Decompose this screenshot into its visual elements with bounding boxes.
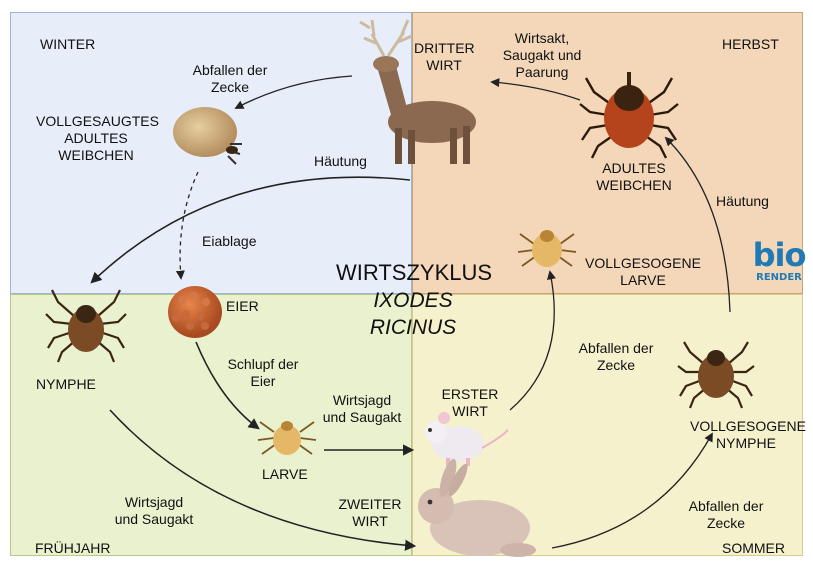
label-engorged-female: VOLLGESAUGTES ADULTES WEIBCHEN	[36, 113, 156, 164]
label-line: und Saugakt	[312, 409, 412, 426]
label-line: Eier	[218, 373, 308, 390]
label-first-host: ERSTER WIRT	[440, 386, 500, 420]
label-second-host: ZWEITER WIRT	[330, 496, 410, 530]
label-line: LARVE	[578, 272, 708, 289]
season-spring-label: FRÜHJAHR	[35, 540, 110, 557]
label-line: ERSTER	[440, 386, 500, 403]
label-line: Abfallen der	[180, 62, 280, 79]
label-line: WEIBCHEN	[36, 147, 156, 164]
label-line: Zecke	[674, 515, 778, 532]
arrow-first-host-to-engorged-larva	[510, 272, 554, 410]
arrow-engorged-larva-to-adult	[492, 82, 580, 100]
label-line: WIRT	[440, 403, 500, 420]
label-line: Wirtsjagd	[104, 494, 204, 511]
label-line: VOLLGESOGENE	[690, 418, 802, 435]
label-drop-winter: Abfallen der Zecke	[180, 62, 280, 96]
label-line: und Saugakt	[104, 511, 204, 528]
label-host-larva: Wirtsjagd und Saugakt	[312, 392, 412, 426]
label-engorged-nymph: VOLLGESOGENE NYMPHE	[690, 418, 802, 452]
larva-icon	[518, 230, 576, 267]
label-adult-female: ADULTES WEIBCHEN	[594, 160, 674, 194]
label-line: Zecke	[180, 79, 280, 96]
season-autumn-label: HERBST	[722, 36, 779, 53]
logo-mark: bio	[752, 238, 806, 272]
label-drop-summer-upper: Abfallen der Zecke	[564, 340, 668, 374]
engorged-tick-icon	[678, 342, 754, 408]
label-line: Paarung	[494, 64, 590, 81]
label-larva: LARVE	[262, 466, 308, 483]
label-engorged-larva: VOLLGESOGENE LARVE	[578, 255, 708, 289]
label-line: VOLLGESAUGTES	[36, 113, 156, 130]
diagram-title: WIRTSZYKLUS	[336, 260, 490, 286]
label-line: NYMPHE	[690, 435, 802, 452]
egg-cluster-icon	[168, 286, 222, 338]
label-line: Schlupf der	[218, 356, 308, 373]
label-line: WEIBCHEN	[594, 177, 674, 194]
label-line: WIRT	[330, 513, 410, 530]
label-egg-laying: Eiablage	[202, 233, 257, 250]
label-line: VOLLGESOGENE	[578, 255, 708, 272]
arrow-egg-laying	[180, 172, 198, 278]
label-hatch: Schlupf der Eier	[218, 356, 308, 390]
label-line: Wirtsakt,	[494, 30, 590, 47]
label-line: ZWEITER	[330, 496, 410, 513]
adult-tick-icon	[580, 72, 678, 158]
biorender-logo: bio RENDER	[752, 238, 806, 290]
season-winter-label: WINTER	[40, 36, 95, 53]
label-line: ADULTES	[36, 130, 156, 147]
species-name-species: RICINUS	[336, 315, 490, 340]
label-line: Saugakt und	[494, 47, 590, 64]
species-name-genus: IXODES	[336, 288, 490, 313]
label-host-autumn: Wirtsakt, Saugakt und Paarung	[494, 30, 590, 81]
rabbit-icon	[418, 457, 536, 557]
label-line: Abfallen der	[564, 340, 668, 357]
season-summer-label: SOMMER	[722, 540, 785, 557]
label-host-nymph: Wirtsjagd und Saugakt	[104, 494, 204, 528]
label-line: Wirtsjagd	[312, 392, 412, 409]
nymph-icon	[46, 290, 126, 362]
label-molt-top: Häutung	[314, 153, 367, 170]
label-eggs: EIER	[226, 298, 259, 315]
engorged-tick-icon	[173, 107, 242, 164]
label-line: ADULTES	[594, 160, 674, 177]
label-molt-right: Häutung	[716, 193, 769, 210]
larva-icon	[258, 421, 316, 455]
label-line: Zecke	[564, 357, 668, 374]
mouse-icon	[425, 412, 508, 466]
label-line: DRITTER	[414, 40, 474, 57]
label-drop-summer-lower: Abfallen der Zecke	[674, 498, 778, 532]
label-line: Abfallen der	[674, 498, 778, 515]
logo-text: RENDER	[752, 272, 806, 284]
label-nymph: NYMPHE	[36, 376, 96, 393]
label-line: WIRT	[414, 57, 474, 74]
label-third-host: DRITTER WIRT	[414, 40, 474, 74]
